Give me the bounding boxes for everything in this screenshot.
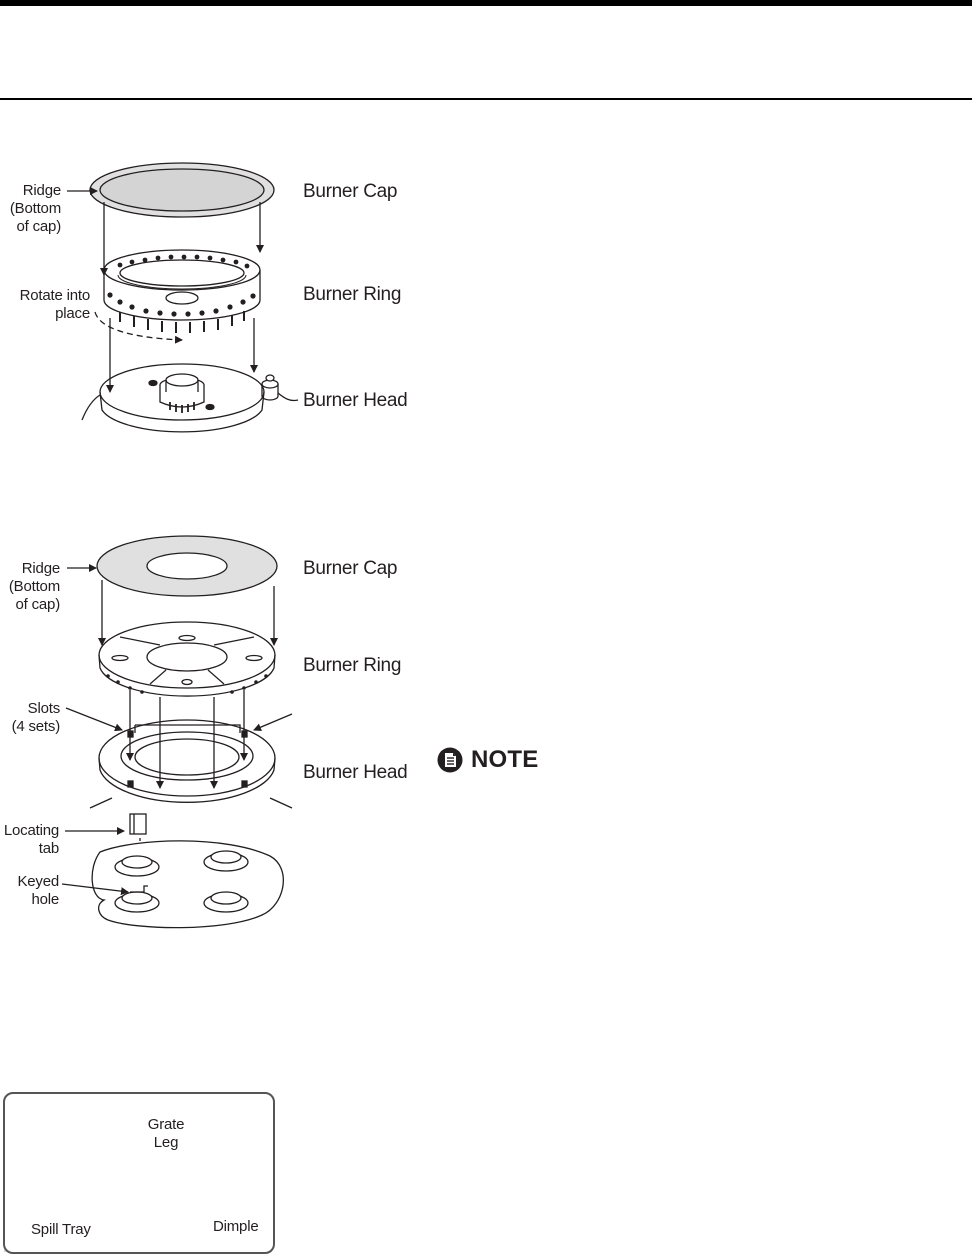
figure2-burner-ring: [98, 621, 276, 697]
f2-locating-line1: Locating: [3, 822, 59, 839]
f1-ridge-label: Ridge (Bottom of cap): [0, 182, 61, 236]
f2-keyed-label: Keyed hole: [0, 873, 59, 909]
top-bar: [0, 0, 972, 6]
f2-burner-head-label: Burner Head: [303, 762, 408, 783]
f2-burner-ring-label: Burner Ring: [303, 655, 402, 676]
f2-ridge-label: Ridge (Bottom of cap): [0, 560, 60, 614]
f1-rotate-line1: Rotate into: [19, 287, 91, 304]
f2-ridge-line3: of cap): [15, 596, 61, 613]
grate-leg-inset: [3, 1092, 275, 1254]
f2-slots-line2: (4 sets): [11, 718, 61, 735]
note-label: NOTE: [471, 746, 539, 773]
f2-locating-line2: tab: [38, 840, 59, 857]
figure1-burner-ring: [103, 249, 261, 333]
f2-keyed-leader: [61, 883, 129, 896]
figure2-burner-head: [98, 719, 276, 803]
f2-locating-label: Locating tab: [0, 822, 59, 858]
figure2-cooktop-base: [91, 840, 284, 929]
f2-burner-cap-label: Burner Cap: [303, 558, 398, 579]
f2-keyed-line1: Keyed: [17, 873, 59, 890]
rotate-arrow: [94, 311, 183, 344]
f1-ridge-line1: Ridge: [22, 182, 61, 199]
f2-slots-line1: Slots: [27, 700, 61, 717]
note-callout: NOTE: [437, 745, 538, 775]
f1-burner-head-label: Burner Head: [303, 390, 408, 411]
f3-grate-leg-label: Grate Leg: [140, 1116, 192, 1152]
f2-slots-label: Slots (4 sets): [0, 700, 61, 736]
f1-ridge-line3: of cap): [16, 218, 62, 235]
f3-grate-line2: Leg: [153, 1134, 179, 1151]
figure2-burner-cap: [96, 535, 278, 597]
figure1-burner-head: [81, 363, 299, 433]
f3-dimple-label: Dimple: [213, 1218, 259, 1235]
locating-tab: [129, 813, 147, 835]
f1-rotate-label: Rotate into place: [0, 287, 91, 323]
note-icon: [437, 747, 463, 773]
f2-keyed-line2: hole: [31, 891, 59, 908]
f2-slots-leader-r: [253, 713, 293, 731]
f1-burner-cap-label: Burner Cap: [303, 181, 398, 202]
f1-burner-ring-label: Burner Ring: [303, 284, 402, 305]
f1-rotate-line2: place: [55, 305, 90, 322]
f3-grate-line1: Grate: [147, 1116, 185, 1133]
f2-slots-leader-l: [65, 707, 123, 732]
figure1-burner-cap: [89, 162, 275, 218]
f2-ridge-line1: Ridge: [21, 560, 60, 577]
f2-ridge-line2: (Bottom: [8, 578, 60, 595]
f1-ridge-line2: (Bottom: [9, 200, 61, 217]
f3-spill-tray-label: Spill Tray: [31, 1221, 91, 1238]
header-rule: [0, 98, 972, 100]
